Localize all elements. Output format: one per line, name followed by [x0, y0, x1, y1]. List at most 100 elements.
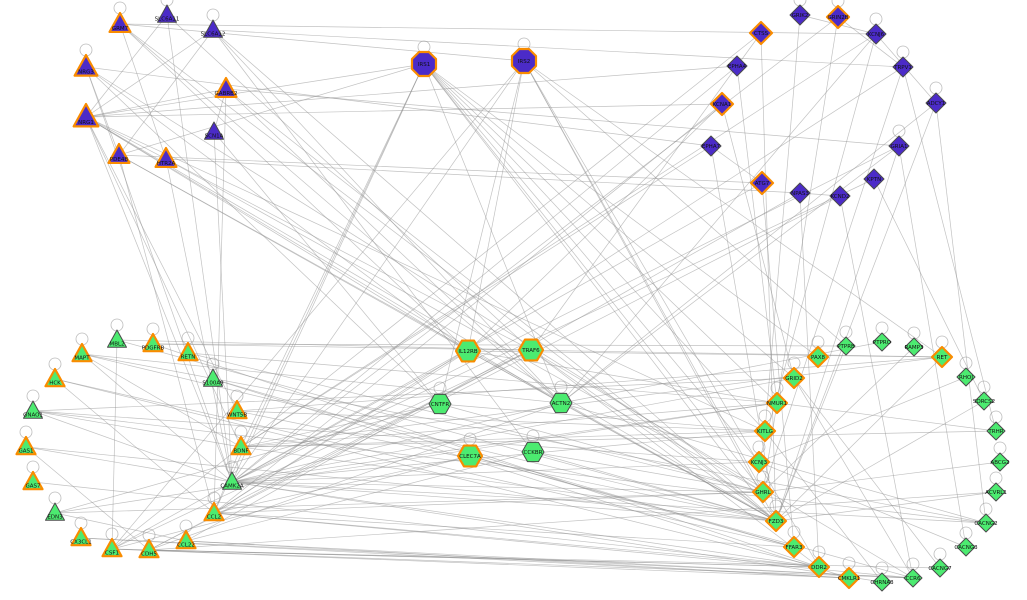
edge: [423, 63, 819, 358]
node-bdnf[interactable]: [230, 435, 252, 456]
edge: [776, 402, 997, 432]
node-ccl22[interactable]: [175, 529, 197, 550]
edge: [762, 346, 915, 493]
node-pde4b[interactable]: [107, 142, 131, 165]
node-pax8[interactable]: [806, 345, 830, 369]
node-kcnj6[interactable]: [865, 23, 887, 45]
edge: [523, 60, 764, 493]
edge: [439, 403, 764, 493]
node-fzd3[interactable]: [764, 509, 788, 533]
node-wnt5b[interactable]: [226, 399, 248, 420]
node-gabrb2[interactable]: [214, 76, 238, 99]
edge: [111, 548, 850, 579]
node-irs2[interactable]: [510, 47, 538, 75]
node-cckbr[interactable]: [521, 441, 545, 463]
node-hck[interactable]: [44, 367, 66, 388]
edge: [775, 345, 847, 522]
edge: [240, 33, 877, 448]
node-cmklr1[interactable]: [837, 566, 861, 590]
node-adcy1[interactable]: [925, 92, 947, 114]
node-mbl2[interactable]: [107, 329, 127, 348]
edge: [81, 353, 233, 483]
node-kitlg[interactable]: [753, 419, 777, 443]
node-trhr[interactable]: [986, 421, 1006, 441]
node-ctss[interactable]: [748, 20, 774, 46]
node-traf6[interactable]: [517, 338, 545, 362]
edge: [119, 23, 562, 404]
self-loop-abcg2: [993, 441, 1007, 455]
node-cacng2[interactable]: [976, 513, 996, 533]
node-kptn[interactable]: [863, 168, 885, 190]
node-gria1[interactable]: [888, 135, 910, 157]
node-ffar3[interactable]: [782, 535, 806, 559]
node-abcg2[interactable]: [990, 452, 1010, 472]
edge: [231, 65, 738, 483]
edge: [111, 455, 471, 550]
node-ccr6[interactable]: [903, 568, 923, 588]
node-grid2[interactable]: [782, 366, 806, 390]
node-epha7[interactable]: [700, 135, 722, 157]
node-grm7[interactable]: [108, 11, 132, 34]
edge: [80, 537, 850, 579]
edge: [240, 446, 777, 522]
node-chrna3[interactable]: [872, 572, 892, 592]
node-npas3[interactable]: [789, 182, 811, 204]
node-trpv1[interactable]: [892, 56, 914, 78]
self-loops-layer: [19, 0, 1007, 575]
node-gnao1[interactable]: [23, 400, 43, 419]
node-ret[interactable]: [930, 345, 954, 369]
node-irs1[interactable]: [410, 50, 438, 78]
node-rhoj[interactable]: [956, 367, 976, 387]
node-nmur1[interactable]: [765, 391, 789, 415]
node-ramp3[interactable]: [904, 337, 924, 357]
node-camk2a[interactable]: [222, 471, 242, 490]
node-ccl2[interactable]: [203, 501, 225, 522]
node-htr2a[interactable]: [154, 146, 178, 169]
node-gas7[interactable]: [22, 470, 44, 491]
node-nrg1[interactable]: [72, 102, 100, 128]
edge: [762, 461, 1001, 493]
edge: [231, 481, 987, 524]
node-atg7[interactable]: [749, 170, 775, 196]
node-ghrl[interactable]: [751, 480, 775, 504]
node-sorcs2[interactable]: [974, 391, 994, 411]
node-grik2[interactable]: [789, 4, 811, 26]
node-kcnj3[interactable]: [747, 450, 771, 474]
node-nrg3[interactable]: [73, 53, 99, 77]
node-actn2[interactable]: [549, 392, 573, 414]
node-cacng7[interactable]: [930, 558, 950, 578]
node-retn[interactable]: [177, 341, 199, 362]
node-cdh5[interactable]: [138, 538, 160, 559]
edge: [118, 154, 763, 184]
edge: [187, 352, 778, 404]
node-grin2b[interactable]: [825, 4, 851, 30]
node-ddr2[interactable]: [807, 555, 831, 579]
node-kcnd2[interactable]: [829, 185, 851, 207]
node-scn1a[interactable]: [204, 121, 224, 140]
node-ptpro[interactable]: [872, 332, 892, 352]
node-clec7a[interactable]: [456, 444, 484, 468]
node-cntfr[interactable]: [428, 393, 452, 415]
node-mapt[interactable]: [71, 342, 93, 363]
edge: [231, 481, 777, 522]
edge: [231, 430, 766, 483]
edge: [32, 410, 987, 524]
node-kcna1[interactable]: [709, 91, 735, 117]
node-gas1[interactable]: [15, 435, 37, 456]
edge: [32, 377, 795, 412]
node-edn3[interactable]: [45, 502, 65, 521]
node-il12rb[interactable]: [454, 339, 482, 363]
node-cx3cl1[interactable]: [70, 526, 92, 547]
node-cacng3[interactable]: [956, 537, 976, 557]
node-ptprb[interactable]: [836, 336, 856, 356]
node-slc6a12[interactable]: [203, 19, 223, 38]
node-epha4[interactable]: [726, 55, 748, 77]
node-pdgfrb[interactable]: [142, 332, 164, 353]
node-slc6a11[interactable]: [157, 4, 177, 23]
node-s100a9[interactable]: [203, 368, 223, 387]
edge: [111, 32, 762, 550]
node-csf1[interactable]: [101, 537, 123, 558]
node-acvrl1[interactable]: [986, 482, 1006, 502]
